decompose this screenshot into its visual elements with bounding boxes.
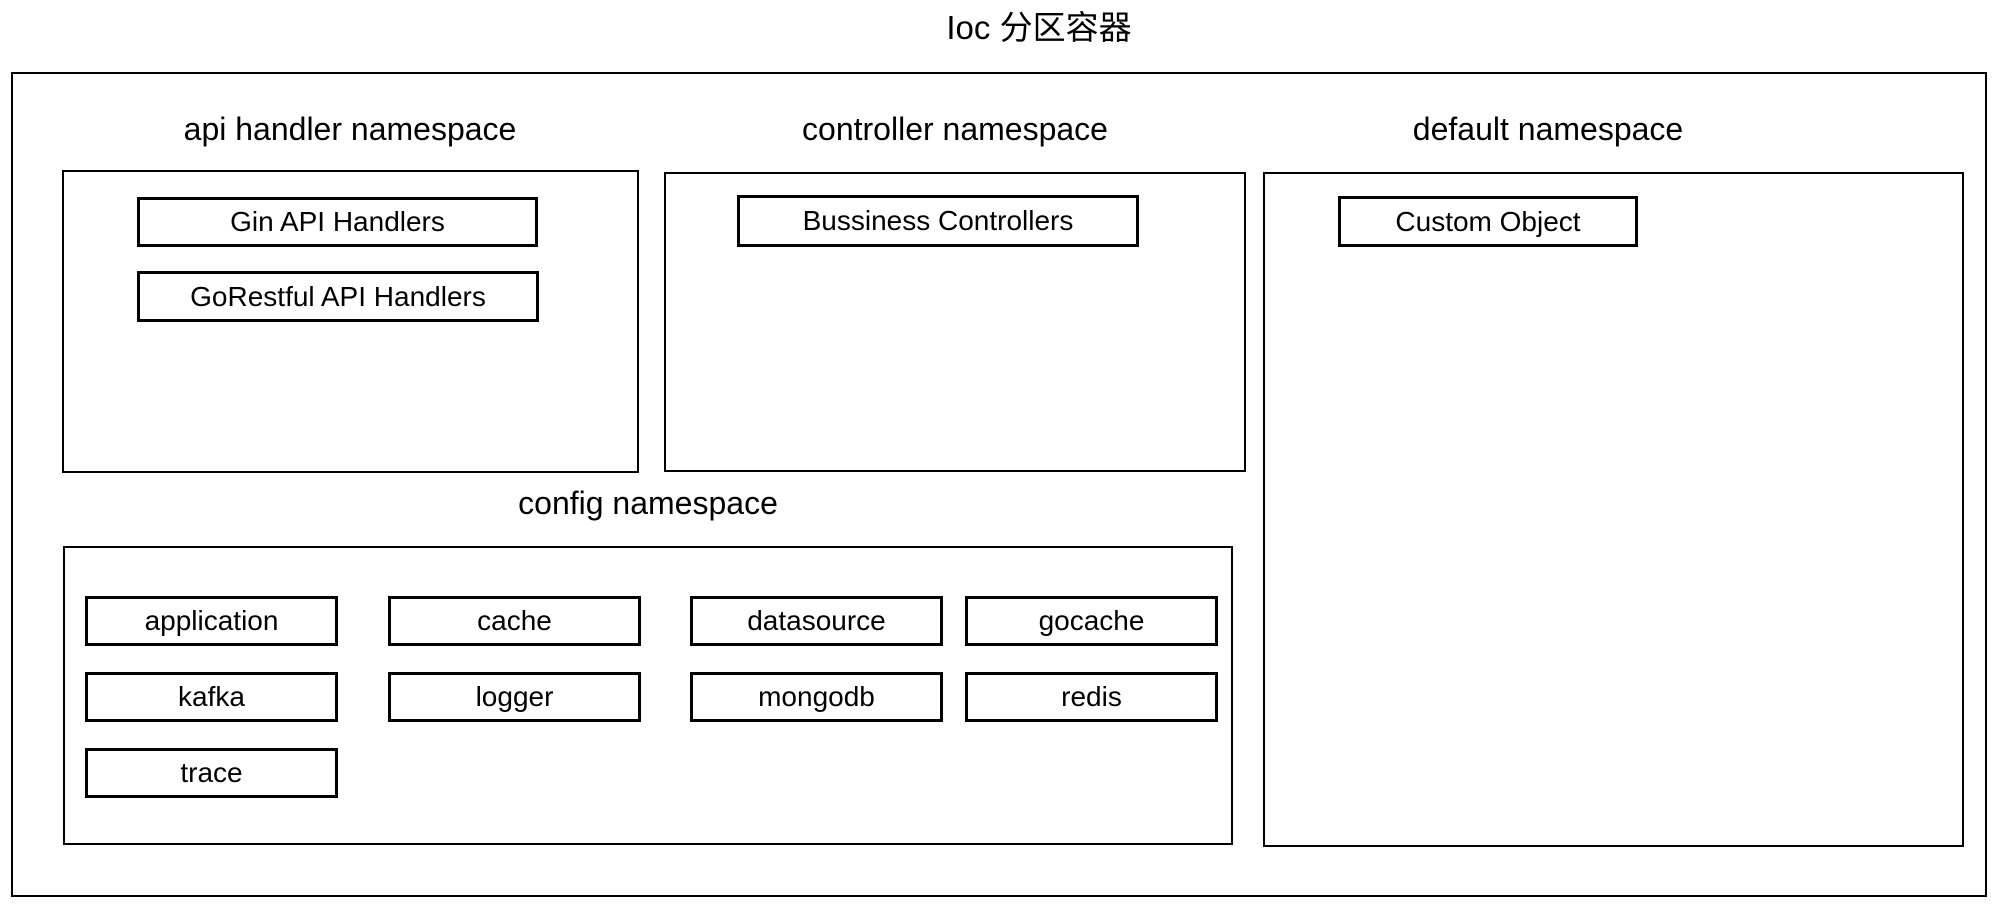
default-namespace-box xyxy=(1263,172,1964,847)
api-handler-namespace-label: api handler namespace xyxy=(183,111,517,147)
config-item-logger: logger xyxy=(388,672,641,722)
config-item-gocache: gocache xyxy=(965,596,1218,646)
default-namespace-label: default namespace xyxy=(1412,111,1684,147)
config-item-cache: cache xyxy=(388,596,641,646)
bussiness-controllers-box: Bussiness Controllers xyxy=(737,195,1139,247)
controller-namespace-label: controller namespace xyxy=(802,111,1108,147)
diagram-title: Ioc 分区容器 xyxy=(946,9,1132,46)
config-item-datasource: datasource xyxy=(690,596,943,646)
config-namespace-label: config namespace xyxy=(518,485,778,521)
config-item-redis: redis xyxy=(965,672,1218,722)
gin-api-handlers-box: Gin API Handlers xyxy=(137,197,538,247)
config-item-kafka: kafka xyxy=(85,672,338,722)
config-item-application: application xyxy=(85,596,338,646)
gorestful-api-handlers-box: GoRestful API Handlers xyxy=(137,271,539,322)
config-item-trace: trace xyxy=(85,748,338,798)
custom-object-box: Custom Object xyxy=(1338,196,1638,247)
config-item-mongodb: mongodb xyxy=(690,672,943,722)
